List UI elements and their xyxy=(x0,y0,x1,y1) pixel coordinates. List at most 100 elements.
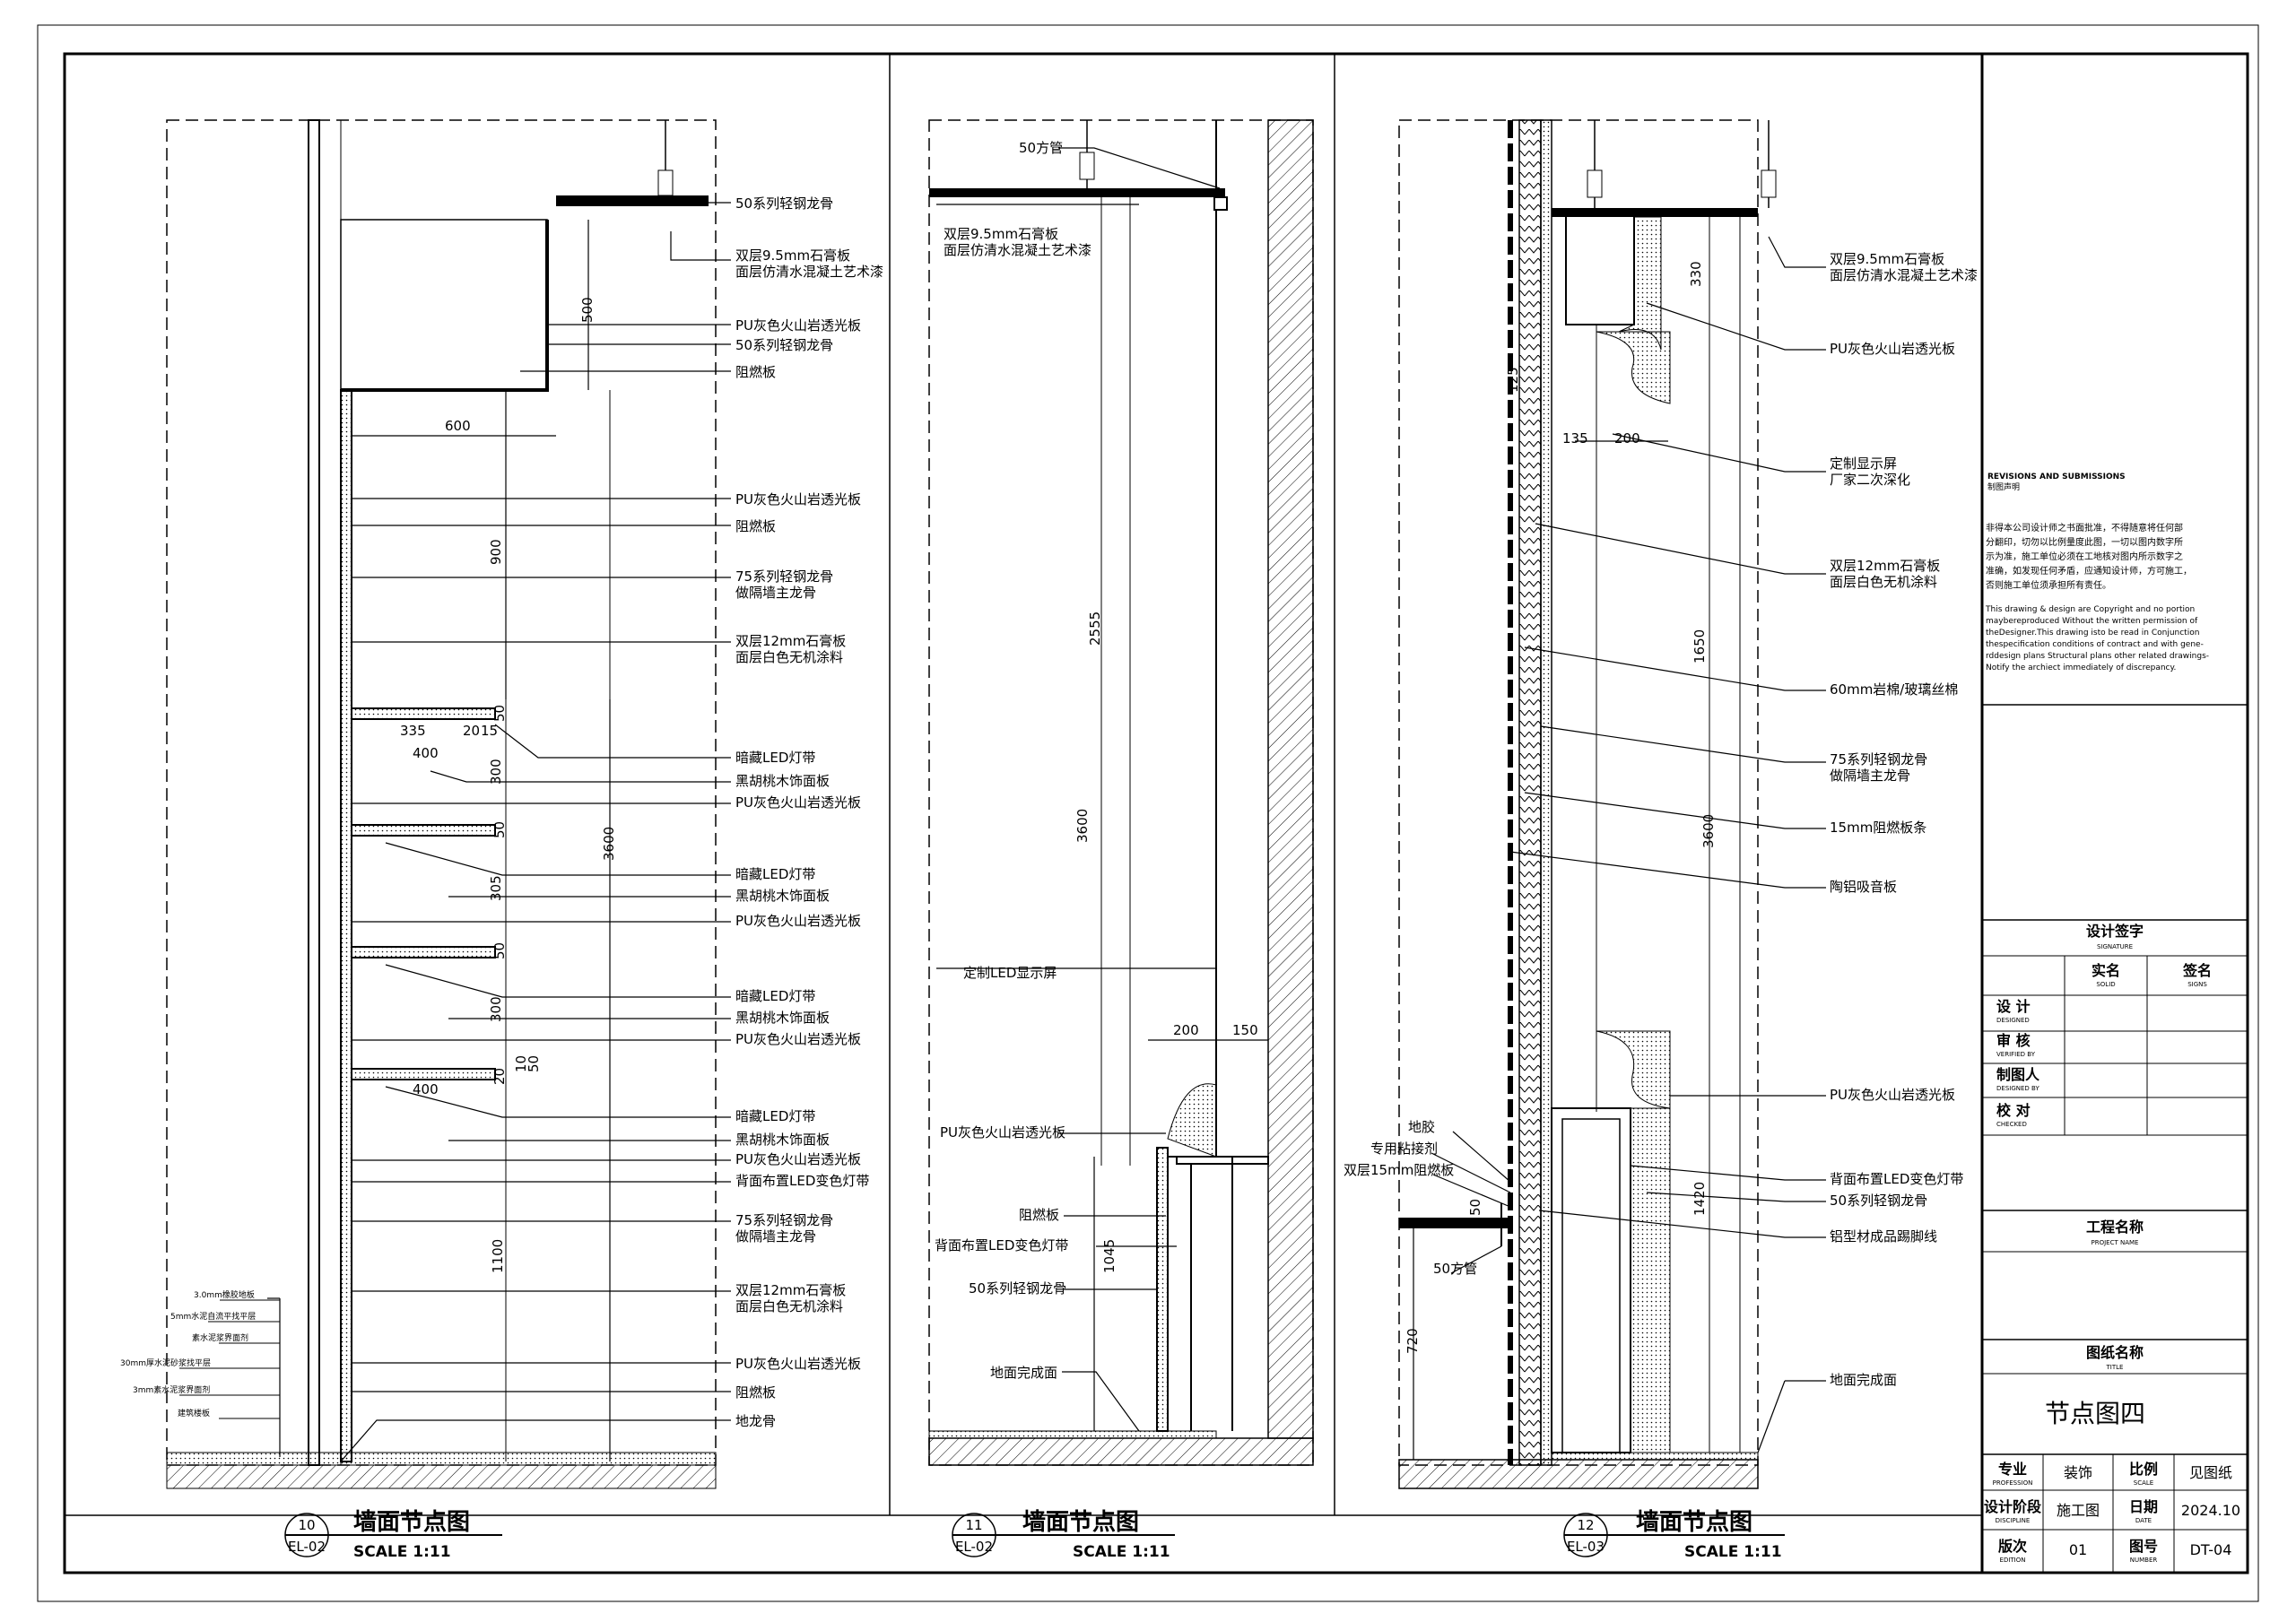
svg-text:400: 400 xyxy=(413,1081,439,1097)
detail-panel-12: 330 125 135 200 1650 3600 1420 50 720 双层… xyxy=(1344,119,1978,1561)
svg-text:比例: 比例 xyxy=(2129,1461,2158,1478)
label-p10-7: 75系列轻钢龙骨做隔墙主龙骨 xyxy=(735,568,833,601)
svg-text:Notify the archiect immediatel: Notify the archiect immediately of discr… xyxy=(1986,664,2176,672)
svg-text:900: 900 xyxy=(488,539,504,565)
svg-text:5mm水泥自流平找平层: 5mm水泥自流平找平层 xyxy=(170,1311,256,1322)
svg-text:黑胡桃木饰面板: 黑胡桃木饰面板 xyxy=(735,1010,830,1026)
svg-text:720: 720 xyxy=(1405,1328,1421,1354)
outer-border xyxy=(37,24,2259,1602)
svg-text:图号: 图号 xyxy=(2129,1538,2158,1555)
svg-text:1420: 1420 xyxy=(1692,1182,1708,1216)
svg-text:50: 50 xyxy=(1467,1199,1483,1216)
svg-text:PROJECT NAME: PROJECT NAME xyxy=(2092,1239,2139,1246)
svg-text:背面布置LED变色灯带: 背面布置LED变色灯带 xyxy=(1830,1171,1963,1187)
svg-text:SCALE: SCALE xyxy=(2134,1479,2153,1487)
label-p10-22: 75系列轻钢龙骨做隔墙主龙骨 xyxy=(735,1212,833,1245)
svg-text:DISCIPLINE: DISCIPLINE xyxy=(1996,1517,2031,1524)
panel-12-title: 12 EL-03 墙面节点图 SCALE 1:11 xyxy=(1563,1508,1785,1561)
svg-text:双层15mm阻燃板: 双层15mm阻燃板 xyxy=(1344,1162,1454,1178)
svg-text:300: 300 xyxy=(488,759,504,785)
svg-text:PU灰色火山岩透光板: PU灰色火山岩透光板 xyxy=(1830,341,1955,357)
svg-text:30mm厚水泥砂浆找平层: 30mm厚水泥砂浆找平层 xyxy=(120,1357,211,1368)
svg-text:REVISIONS AND SUBMISSIONS: REVISIONS AND SUBMISSIONS xyxy=(1987,473,2126,481)
label-p10-1: 双层9.5mm石膏板面层仿清水混凝土艺术漆 xyxy=(735,247,883,280)
svg-text:阻燃板: 阻燃板 xyxy=(735,518,776,534)
svg-text:PU灰色火山岩透光板: PU灰色火山岩透光板 xyxy=(735,1356,861,1372)
svg-text:thespecification conditions of: thespecification conditions of contract … xyxy=(1986,640,2204,649)
svg-text:600: 600 xyxy=(445,418,471,434)
svg-text:15: 15 xyxy=(481,723,498,739)
svg-text:VERIFIED BY: VERIFIED BY xyxy=(1996,1051,2036,1058)
svg-text:SOLID: SOLID xyxy=(2096,981,2115,988)
svg-text:地面完成面: 地面完成面 xyxy=(1830,1372,1897,1388)
svg-text:墙面节点图: 墙面节点图 xyxy=(1022,1508,1139,1536)
svg-text:50方管: 50方管 xyxy=(1433,1261,1477,1277)
svg-text:准确，如发现任何矛盾，应通知设计师，方可施工，: 准确，如发现任何矛盾，应通知设计师，方可施工， xyxy=(1986,565,2192,577)
svg-text:PU灰色火山岩透光板: PU灰色火山岩透光板 xyxy=(735,491,861,507)
svg-text:3600: 3600 xyxy=(1074,809,1091,843)
label-p12-3: 双层12mm石膏板面层白色无机涂料 xyxy=(1830,558,1940,590)
svg-text:工程名称: 工程名称 xyxy=(2086,1219,2144,1236)
svg-text:1100: 1100 xyxy=(490,1239,506,1273)
svg-text:50系列轻钢龙骨: 50系列轻钢龙骨 xyxy=(735,337,833,353)
svg-text:DESIGNED BY: DESIGNED BY xyxy=(1996,1085,2039,1092)
svg-text:黑胡桃木饰面板: 黑胡桃木饰面板 xyxy=(735,888,830,904)
svg-text:60mm岩棉/玻璃丝棉: 60mm岩棉/玻璃丝棉 xyxy=(1830,681,1958,698)
svg-text:SIGNATURE: SIGNATURE xyxy=(2097,943,2133,950)
svg-text:200: 200 xyxy=(1614,430,1640,447)
svg-text:示为准，施工单位必须在工地核对图内所示数字之: 示为准，施工单位必须在工地核对图内所示数字之 xyxy=(1986,551,2183,562)
panel-10-labels: 50系列轻钢龙骨 双层9.5mm石膏板面层仿清水混凝土艺术漆 PU灰色火山岩透光… xyxy=(735,195,883,1429)
svg-text:This drawing & design are Copy: This drawing & design are Copyright and … xyxy=(1985,605,2195,614)
svg-text:1045: 1045 xyxy=(1101,1239,1118,1273)
svg-text:地胶: 地胶 xyxy=(1408,1119,1435,1135)
svg-text:PU灰色火山岩透光板: PU灰色火山岩透光板 xyxy=(735,913,861,929)
svg-text:10: 10 xyxy=(298,1517,315,1533)
svg-text:NUMBER: NUMBER xyxy=(2130,1557,2158,1564)
label-p12-5: 75系列轻钢龙骨做隔墙主龙骨 xyxy=(1830,751,1927,784)
detail-panel-10: 600 500 900 335 20 15 50 400 300 50 305 … xyxy=(120,119,883,1561)
svg-text:SIGNS: SIGNS xyxy=(2187,981,2207,988)
label-p11-1: 双层9.5mm石膏板面层仿清水混凝土艺术漆 xyxy=(944,226,1091,258)
svg-text:theDesigner.This drawing isto: theDesigner.This drawing isto be read in… xyxy=(1986,629,2199,638)
panel-11-dims: 2555 3600 200 150 1045 xyxy=(1074,612,1258,1273)
svg-text:400: 400 xyxy=(413,745,439,761)
svg-text:maybereproduced Without the wr: maybereproduced Without the written perm… xyxy=(1986,617,2198,626)
svg-text:陶铝吸音板: 陶铝吸音板 xyxy=(1830,879,1897,895)
svg-text:EL-02: EL-02 xyxy=(288,1539,326,1555)
label-p12-2: 定制显示屏厂家二次深化 xyxy=(1830,455,1910,488)
svg-text:装饰: 装饰 xyxy=(2064,1464,2092,1481)
svg-text:DESIGNED: DESIGNED xyxy=(1996,1017,2030,1024)
svg-text:PU灰色火山岩透光板: PU灰色火山岩透光板 xyxy=(940,1124,1065,1141)
svg-text:背面布置LED变色灯带: 背面布置LED变色灯带 xyxy=(735,1173,869,1189)
svg-text:版次: 版次 xyxy=(1997,1538,2027,1555)
svg-text:PROFESSION: PROFESSION xyxy=(1993,1479,2033,1487)
svg-text:制图声明: 制图声明 xyxy=(1987,481,2020,492)
svg-text:EL-02: EL-02 xyxy=(955,1539,993,1555)
svg-text:50系列轻钢龙骨: 50系列轻钢龙骨 xyxy=(969,1280,1066,1297)
svg-text:12: 12 xyxy=(1577,1517,1594,1533)
svg-text:设计签字: 设计签字 xyxy=(2086,923,2144,940)
svg-text:专业: 专业 xyxy=(1998,1461,2027,1478)
svg-text:实名: 实名 xyxy=(2092,962,2120,979)
svg-text:SCALE 1:11: SCALE 1:11 xyxy=(1684,1543,1782,1561)
svg-text:3.0mm橡胶地板: 3.0mm橡胶地板 xyxy=(194,1289,255,1300)
svg-text:PU灰色火山岩透光板: PU灰色火山岩透光板 xyxy=(735,1031,861,1047)
label-p10-23: 双层12mm石膏板面层白色无机涂料 xyxy=(735,1282,846,1314)
label-p10-8: 双层12mm石膏板面层白色无机涂料 xyxy=(735,633,846,665)
svg-text:330: 330 xyxy=(1688,261,1704,287)
svg-text:设 计: 设 计 xyxy=(1996,998,2031,1015)
svg-text:非得本公司设计师之书面批准，不得随意将任何部: 非得本公司设计师之书面批准，不得随意将任何部 xyxy=(1986,522,2183,533)
svg-text:PU灰色火山岩透光板: PU灰色火山岩透光板 xyxy=(735,794,861,811)
detail-panel-11: 2555 3600 200 150 1045 50方管 双层9.5mm石膏板面层… xyxy=(928,119,1314,1561)
svg-text:135: 135 xyxy=(1562,430,1588,447)
svg-text:墙面节点图: 墙面节点图 xyxy=(1636,1508,1752,1536)
svg-text:见图纸: 见图纸 xyxy=(2189,1464,2232,1481)
label-p12-0: 双层9.5mm石膏板面层仿清水混凝土艺术漆 xyxy=(1830,251,1978,283)
svg-text:50: 50 xyxy=(491,705,508,722)
panel-11-labels: 50方管 双层9.5mm石膏板面层仿清水混凝土艺术漆 定制LED显示屏 PU灰色… xyxy=(935,140,1091,1381)
svg-text:暗藏LED灯带: 暗藏LED灯带 xyxy=(735,1108,815,1124)
svg-text:SCALE 1:11: SCALE 1:11 xyxy=(353,1543,451,1561)
svg-text:SCALE 1:11: SCALE 1:11 xyxy=(1073,1543,1170,1561)
svg-text:阻燃板: 阻燃板 xyxy=(735,364,776,380)
svg-text:地面完成面: 地面完成面 xyxy=(990,1365,1057,1381)
